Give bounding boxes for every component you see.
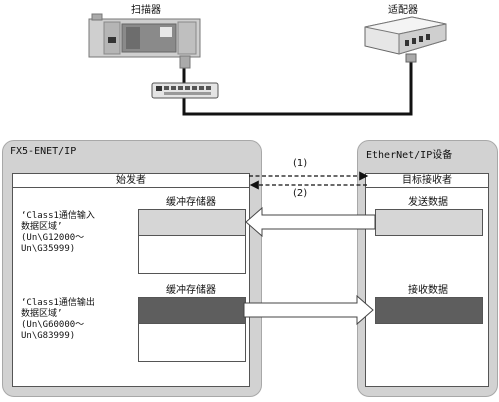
receive-data-block [375, 297, 483, 324]
buffer-memory-output [138, 297, 246, 362]
send-data-block [375, 209, 483, 236]
originator-role-bar: 始发者 [12, 173, 250, 188]
transfer-arrow-to-originator [245, 206, 376, 238]
buffer-memory-input [138, 209, 246, 274]
output-data-block [139, 298, 245, 324]
input-area-label: ‘Class1通信输入 数据区域’ (Un\G12000～ Un\G35999) [21, 211, 95, 254]
adapter-label: 适配器 [388, 5, 418, 16]
network-drawing [88, 13, 447, 116]
arrow-label-2: (2) [293, 188, 308, 199]
send-data-label: 发送数据 [408, 197, 448, 208]
target-content-area [365, 173, 489, 387]
scanner-label: 扫描器 [131, 5, 161, 16]
output-area-label: ‘Class1通信输出 数据区域’ (Un\G60000～ Un\G83999) [21, 298, 95, 341]
adapter-device-icon [364, 16, 447, 63]
transfer-arrow-to-target [243, 294, 374, 326]
input-data-block [139, 210, 245, 236]
arrow-label-1: (1) [293, 158, 308, 169]
buffer-memory-title-1: 缓冲存储器 [166, 197, 216, 208]
cable-hub-adapter [182, 62, 413, 116]
receive-data-label: 接收数据 [408, 285, 448, 296]
originator-panel-title: FX5-ENET/IP [10, 146, 77, 157]
ethernet-hub-icon [151, 82, 219, 99]
scanner-device-icon [88, 13, 201, 69]
buffer-memory-title-2: 缓冲存储器 [166, 285, 216, 296]
target-panel-title: EtherNet/IP设备 [366, 150, 453, 161]
